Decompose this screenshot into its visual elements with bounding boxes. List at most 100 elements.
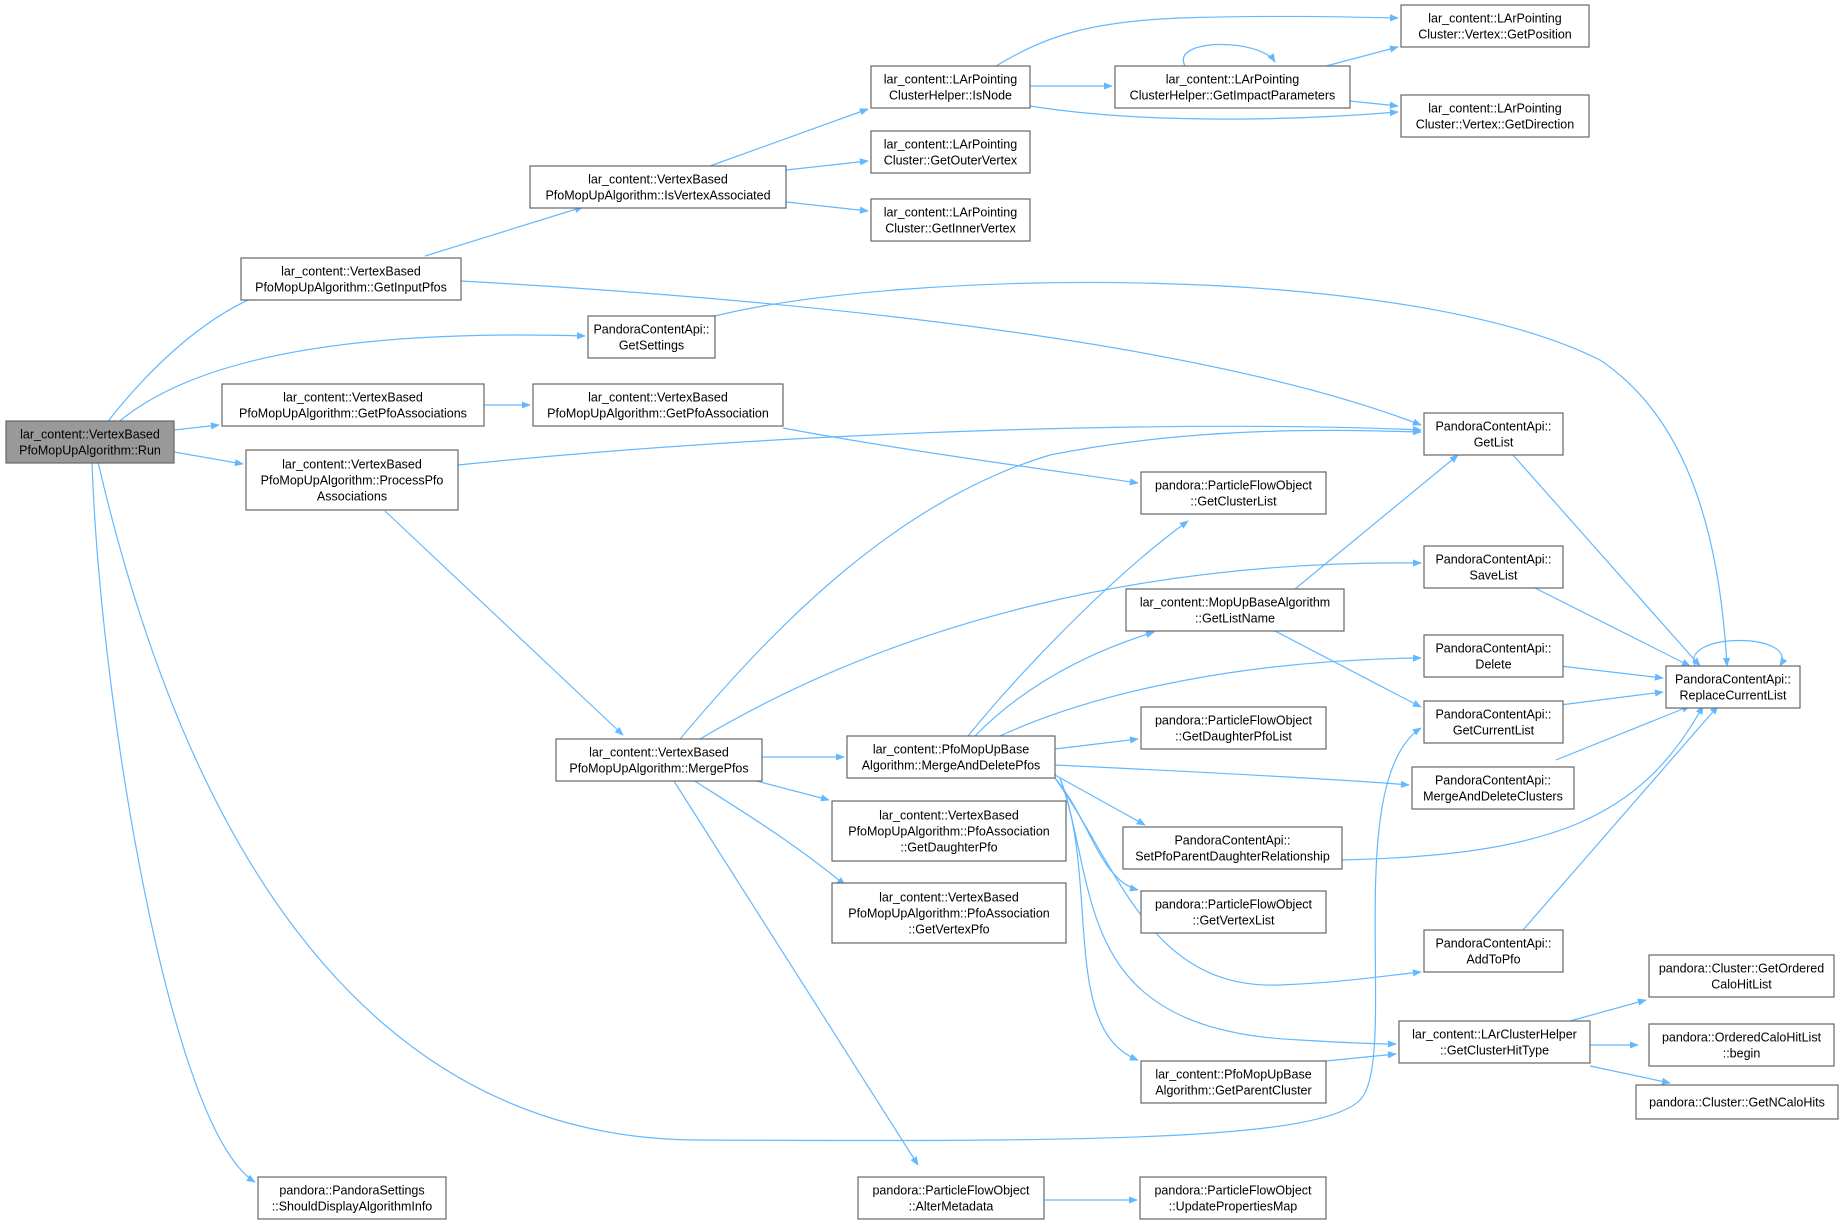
call-edges xyxy=(91,14,1788,1204)
node-getpfoassociation[interactable]: lar_content::VertexBasedPfoMopUpAlgorith… xyxy=(532,383,784,427)
node-getpfoassociations[interactable]: lar_content::VertexBasedPfoMopUpAlgorith… xyxy=(221,383,485,427)
edge-getcurrentlist-replacecurrentlist xyxy=(1559,689,1664,706)
node-box xyxy=(1423,545,1564,589)
node-getparentcluster[interactable]: lar_content::PfoMopUpBaseAlgorithm::GetP… xyxy=(1140,1060,1327,1104)
node-altermetadata[interactable]: pandora::ParticleFlowObject::AlterMetada… xyxy=(857,1176,1045,1220)
node-box xyxy=(1122,826,1343,870)
node-box xyxy=(831,882,1067,944)
node-label-line: Associations xyxy=(317,490,387,504)
edge-mergepfos-getvertexpfo xyxy=(689,777,846,886)
node-mergeanddeletepfos[interactable]: lar_content::PfoMopUpBaseAlgorithm::Merg… xyxy=(846,735,1056,779)
node-box xyxy=(221,383,485,427)
node-getclusterhittype[interactable]: lar_content::LArClusterHelper::GetCluste… xyxy=(1398,1020,1591,1064)
node-label-line: PfoMopUpAlgorithm::PfoAssociation xyxy=(848,907,1050,921)
node-box xyxy=(1648,1023,1835,1067)
node-isnode[interactable]: lar_content::LArPointingClusterHelper::I… xyxy=(870,65,1031,109)
node-getvertexlist[interactable]: pandora::ParticleFlowObject::GetVertexLi… xyxy=(1140,890,1327,934)
node-delete[interactable]: PandoraContentApi::Delete xyxy=(1423,634,1564,678)
node-getlistname[interactable]: lar_content::MopUpBaseAlgorithm::GetList… xyxy=(1125,588,1345,632)
node-box xyxy=(870,130,1031,174)
edge-getclusterhittype-getorderedcalohitlist xyxy=(1569,998,1647,1022)
node-isvertexassoc[interactable]: lar_content::VertexBasedPfoMopUpAlgorith… xyxy=(529,165,787,209)
node-label-line: lar_content::PfoMopUpBase xyxy=(873,743,1029,757)
node-box xyxy=(1635,1084,1839,1120)
node-label-line: SaveList xyxy=(1470,569,1518,583)
node-label-line: Cluster::GetOuterVertex xyxy=(884,154,1018,168)
node-box xyxy=(870,198,1031,242)
node-label-line: PandoraContentApi:: xyxy=(1435,708,1551,722)
node-box xyxy=(587,315,716,359)
node-label-line: pandora::ParticleFlowObject xyxy=(1155,898,1313,912)
node-label-line: lar_content::MopUpBaseAlgorithm xyxy=(1140,596,1330,610)
node-label-line: lar_content::LArClusterHelper xyxy=(1412,1028,1577,1042)
node-shoulddisplay[interactable]: pandora::PandoraSettings::ShouldDisplayA… xyxy=(257,1176,447,1220)
node-label-line: PandoraContentApi:: xyxy=(1435,642,1551,656)
edge-getsettings-replacecurrentlist xyxy=(714,281,1731,667)
edge-mergepfos-altermetadata xyxy=(671,777,919,1166)
node-getposition[interactable]: lar_content::LArPointingCluster::Vertex:… xyxy=(1400,4,1590,48)
node-box xyxy=(1400,94,1590,138)
node-setpfoparent[interactable]: PandoraContentApi::SetPfoParentDaughterR… xyxy=(1122,826,1343,870)
node-label-line: PfoMopUpAlgorithm::PfoAssociation xyxy=(848,825,1050,839)
node-orderedcalohitbegin[interactable]: pandora::OrderedCaloHitList::begin xyxy=(1648,1023,1835,1067)
node-updateprops[interactable]: pandora::ParticleFlowObject::UpdatePrope… xyxy=(1139,1176,1327,1220)
edge-mdp-getclusterlist xyxy=(967,520,1189,737)
node-box xyxy=(529,165,787,209)
node-getcurrentlist[interactable]: PandoraContentApi::GetCurrentList xyxy=(1423,700,1564,744)
node-label-line: pandora::ParticleFlowObject xyxy=(1155,714,1313,728)
node-getvertexpfo[interactable]: lar_content::VertexBasedPfoMopUpAlgorith… xyxy=(831,882,1067,944)
node-label-line: ReplaceCurrentList xyxy=(1680,689,1788,703)
edge-getimpactparams-self xyxy=(1182,43,1276,67)
node-mergeanddeleteclusters[interactable]: PandoraContentApi::MergeAndDeleteCluster… xyxy=(1411,766,1575,810)
node-run[interactable]: lar_content::VertexBasedPfoMopUpAlgorith… xyxy=(5,420,175,464)
edge-processpfo-getlist xyxy=(457,425,1422,466)
node-getlist[interactable]: PandoraContentApi::GetList xyxy=(1423,412,1564,456)
node-getdaughterpfo[interactable]: lar_content::VertexBasedPfoMopUpAlgorith… xyxy=(831,800,1067,862)
node-processpfo[interactable]: lar_content::VertexBasedPfoMopUpAlgorith… xyxy=(245,449,459,511)
node-getclusterlist[interactable]: pandora::ParticleFlowObject::GetClusterL… xyxy=(1140,471,1327,515)
edge-isnode-getdirection xyxy=(1029,105,1399,120)
node-box xyxy=(1125,588,1345,632)
node-box xyxy=(1400,4,1590,48)
edge-mdp-getparentcluster xyxy=(1059,777,1139,1061)
node-getinputpfos[interactable]: lar_content::VertexBasedPfoMopUpAlgorith… xyxy=(240,257,462,301)
node-box xyxy=(857,1176,1045,1220)
node-label-line: PfoMopUpAlgorithm::GetInputPfos xyxy=(255,281,447,295)
node-box xyxy=(831,800,1067,862)
node-box xyxy=(1140,890,1327,934)
edge-mdp-addtopfo xyxy=(1054,777,1422,986)
node-label-line: Cluster::Vertex::GetDirection xyxy=(1416,118,1574,132)
node-label-line: CaloHitList xyxy=(1711,978,1772,992)
node-label-line: pandora::PandoraSettings xyxy=(279,1184,424,1198)
node-label-line: Algorithm::GetParentCluster xyxy=(1155,1084,1311,1098)
node-replacecurrentlist[interactable]: PandoraContentApi::ReplaceCurrentList xyxy=(1665,665,1801,709)
node-box xyxy=(1423,412,1564,456)
node-getdaughterpfolist[interactable]: pandora::ParticleFlowObject::GetDaughter… xyxy=(1140,706,1327,750)
node-label-line: Algorithm::MergeAndDeletePfos xyxy=(862,759,1041,773)
node-savelist[interactable]: PandoraContentApi::SaveList xyxy=(1423,545,1564,589)
node-label-line: PandoraContentApi:: xyxy=(1435,774,1551,788)
node-box xyxy=(1411,766,1575,810)
node-box xyxy=(1140,706,1327,750)
edge-processpfo-mergepfos xyxy=(384,510,624,736)
node-addtopfo[interactable]: PandoraContentApi::AddToPfo xyxy=(1423,929,1564,973)
node-label-line: GetCurrentList xyxy=(1453,724,1535,738)
node-getimpactparams[interactable]: lar_content::LArPointingClusterHelper::G… xyxy=(1114,65,1351,109)
graph-nodes: lar_content::VertexBasedPfoMopUpAlgorith… xyxy=(5,4,1839,1220)
edge-delete-replacecurrentlist xyxy=(1559,665,1664,681)
node-label-line: lar_content::LArPointing xyxy=(1428,12,1561,26)
node-box xyxy=(1114,65,1351,109)
node-getsettings[interactable]: PandoraContentApi::GetSettings xyxy=(587,315,716,359)
node-label-line: Cluster::Vertex::GetPosition xyxy=(1418,28,1572,42)
node-getncalohits[interactable]: pandora::Cluster::GetNCaloHits xyxy=(1635,1084,1839,1120)
node-label-line: lar_content::LArPointing xyxy=(884,73,1017,87)
node-getoutervertex[interactable]: lar_content::LArPointingCluster::GetOute… xyxy=(870,130,1031,174)
node-label-line: pandora::ParticleFlowObject xyxy=(1155,479,1313,493)
node-getinnervertex[interactable]: lar_content::LArPointingCluster::GetInne… xyxy=(870,198,1031,242)
node-getdirection[interactable]: lar_content::LArPointingCluster::Vertex:… xyxy=(1400,94,1590,138)
node-mergepfos[interactable]: lar_content::VertexBasedPfoMopUpAlgorith… xyxy=(555,738,763,782)
node-label-line: PandoraContentApi:: xyxy=(1435,937,1551,951)
node-label-line: lar_content::LArPointing xyxy=(1166,73,1299,87)
node-label-line: PfoMopUpAlgorithm::ProcessPfo xyxy=(261,474,444,488)
